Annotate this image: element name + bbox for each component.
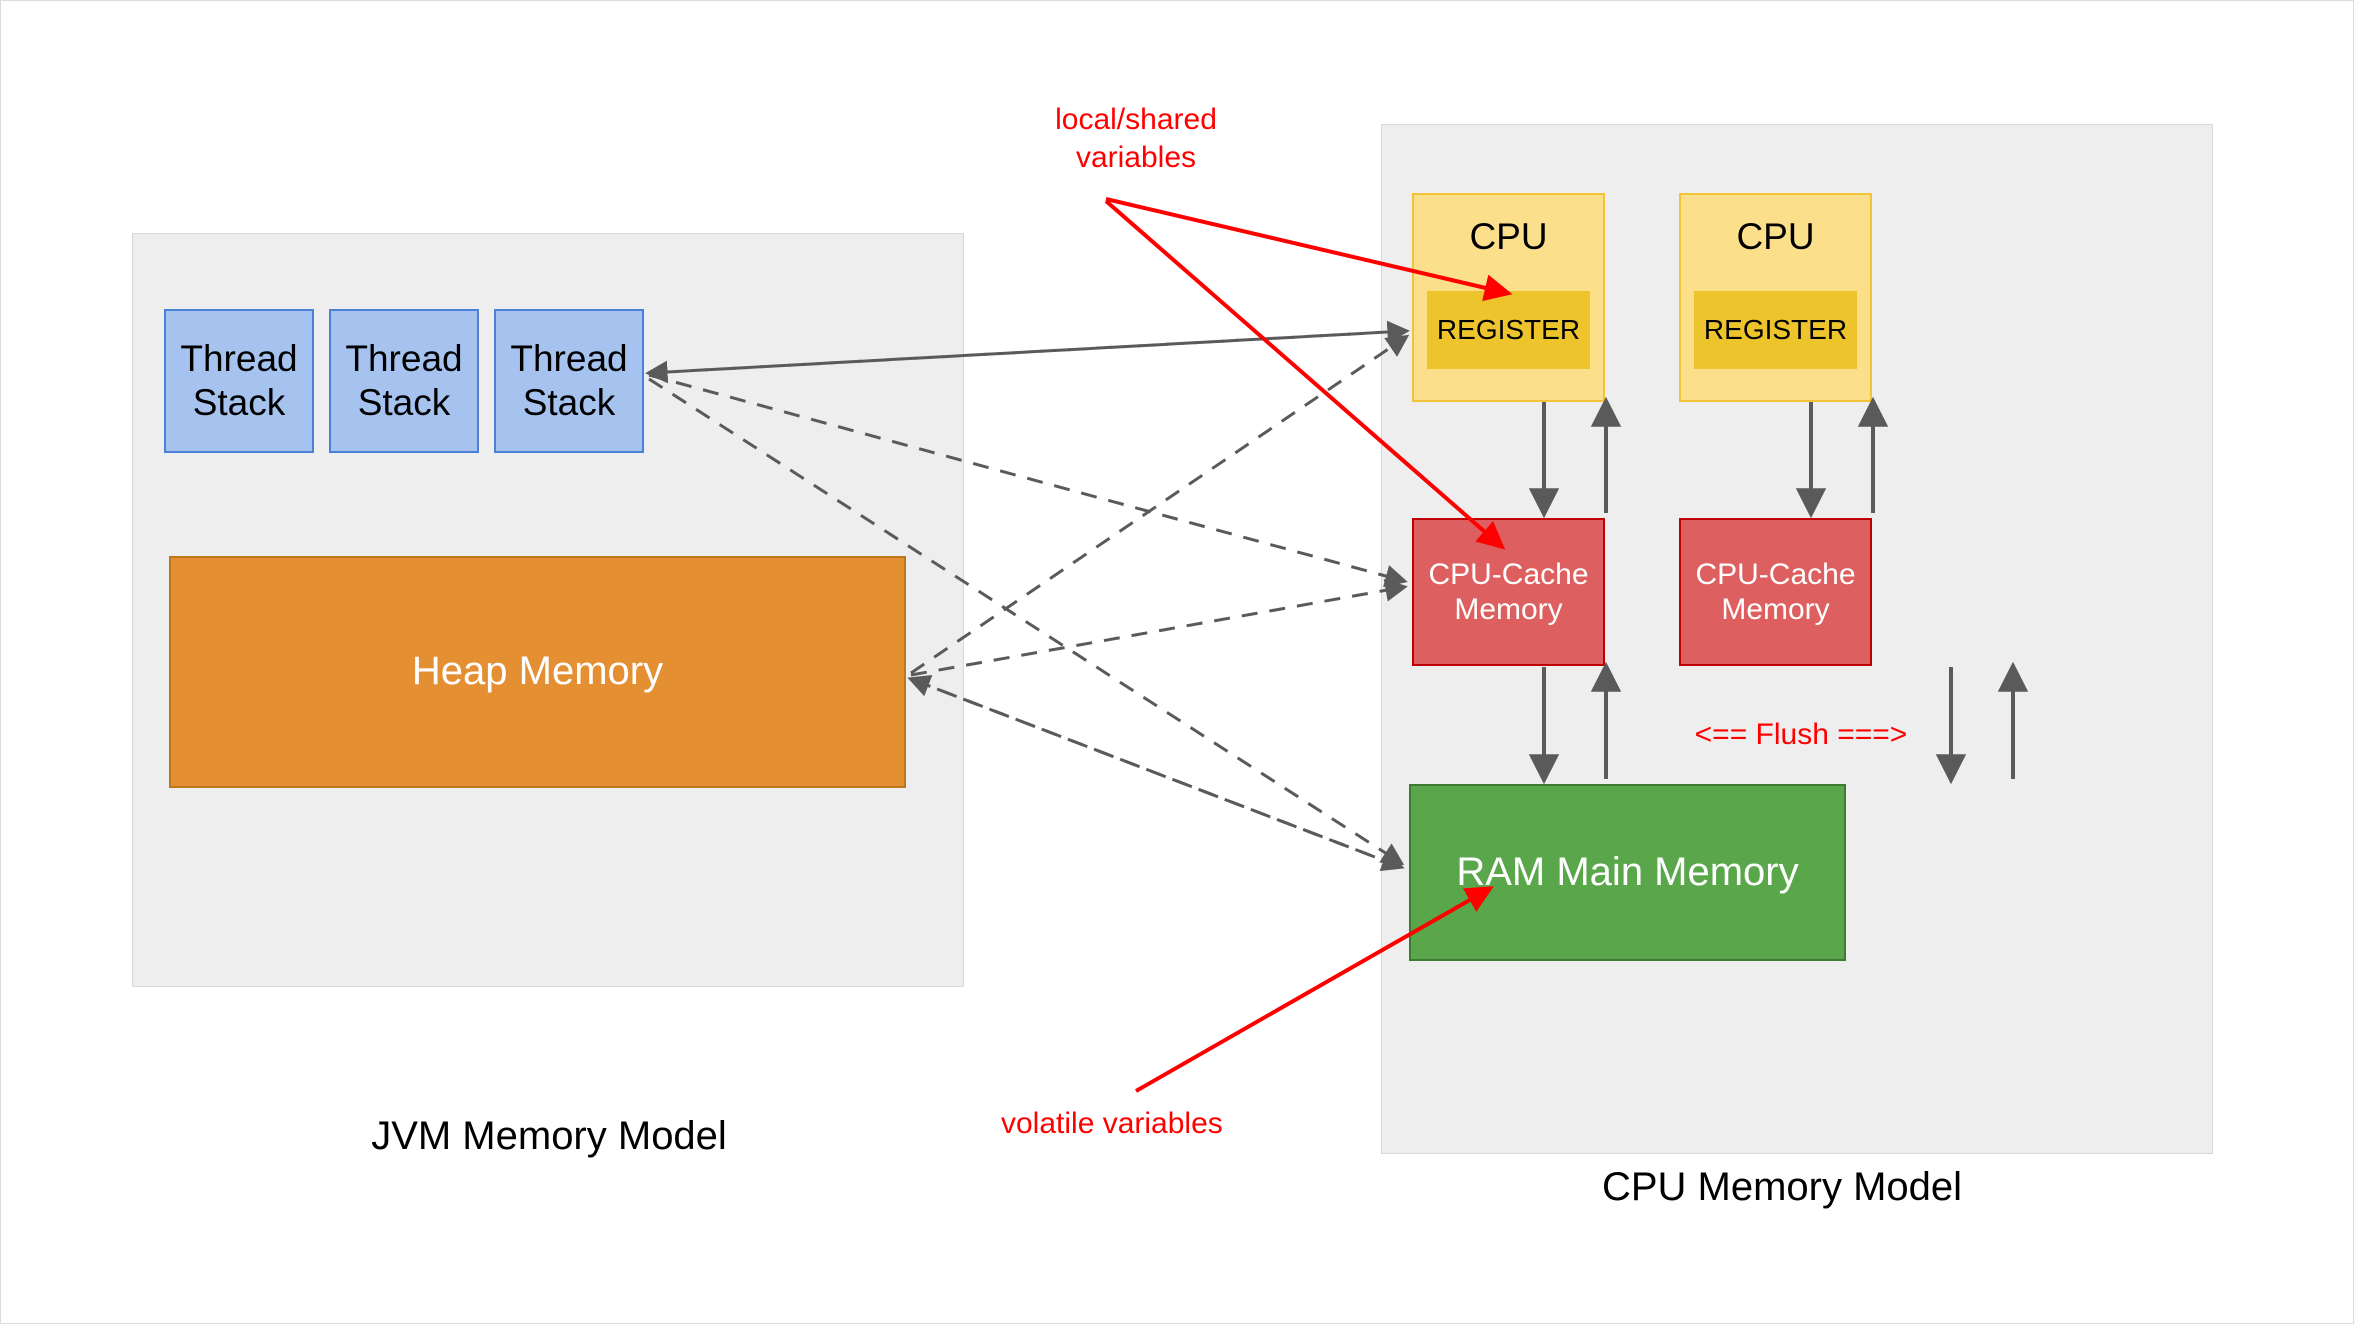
- thread-stack-box-2: Thread Stack: [329, 309, 479, 453]
- dashed-arrow-ram-to-heap: [907, 675, 1402, 869]
- annotation-local-shared-variables: local/shared variables: [1055, 103, 1217, 174]
- thread-stack-label-3: Thread Stack: [510, 338, 628, 423]
- cpu-box-2: CPU REGISTER: [1679, 193, 1872, 402]
- cpu-cache-label-2: CPU-Cache Memory: [1695, 557, 1856, 626]
- dashed-arrow-heap-to-cache: [910, 579, 1408, 677]
- ram-main-memory-box: RAM Main Memory: [1409, 784, 1846, 961]
- flush-label: <== Flush ===>: [1694, 718, 1908, 751]
- dashed-arrow-heap-to-ram: [910, 677, 1405, 871]
- dashed-arrow-heap-to-register: [910, 334, 1410, 675]
- heap-memory-label: Heap Memory: [411, 649, 664, 694]
- cpu-panel-caption: CPU Memory Model: [1601, 1165, 1963, 1209]
- thread-stack-label-2: Thread Stack: [345, 338, 463, 423]
- annotation-volatile-variables: volatile variables: [1001, 1107, 1223, 1140]
- cpu-box-1: CPU REGISTER: [1412, 193, 1605, 402]
- cpu-label-2: CPU: [1736, 216, 1815, 257]
- register-label-2: REGISTER: [1703, 314, 1848, 346]
- ram-main-memory-label: RAM Main Memory: [1456, 849, 1799, 894]
- jvm-panel-caption: JVM Memory Model: [371, 1114, 727, 1158]
- thread-stack-box-1: Thread Stack: [164, 309, 314, 453]
- cpu-label-1: CPU: [1469, 216, 1548, 257]
- thread-stack-label-1: Thread Stack: [180, 338, 298, 423]
- cpu-cache-label-1: CPU-Cache Memory: [1428, 557, 1589, 626]
- thread-stack-box-3: Thread Stack: [494, 309, 644, 453]
- register-label-1: REGISTER: [1436, 314, 1581, 346]
- heap-memory-box: Heap Memory: [169, 556, 906, 788]
- cpu-cache-memory-box-2: CPU-Cache Memory: [1679, 518, 1872, 666]
- cpu-cache-memory-box-1: CPU-Cache Memory: [1412, 518, 1605, 666]
- register-box-2: REGISTER: [1694, 291, 1857, 369]
- register-box-1: REGISTER: [1427, 291, 1590, 369]
